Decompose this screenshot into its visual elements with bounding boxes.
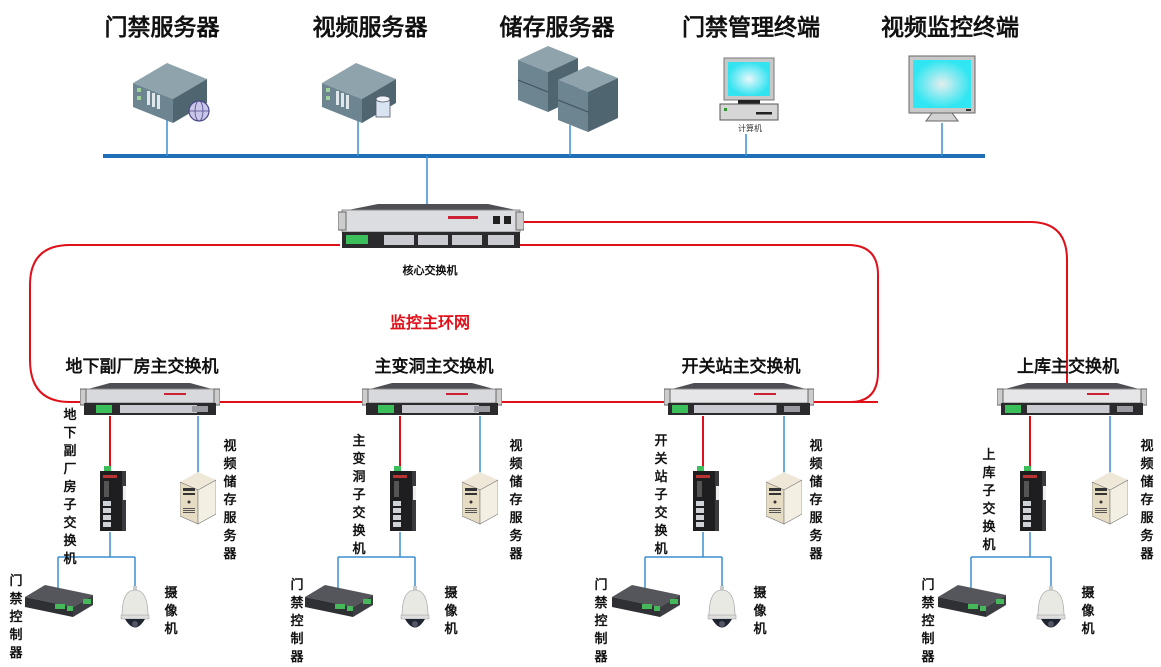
main-ring-link <box>29 244 879 403</box>
sub-switch-icon <box>390 466 418 538</box>
storage-server-icon <box>461 472 499 530</box>
access-controller-vertical-label: 门禁控制器 <box>9 574 23 661</box>
access-controller-icon <box>612 585 682 623</box>
access-controller-icon <box>305 585 375 623</box>
main-switch-label: 主变洞主交换机 <box>374 357 494 377</box>
top-device-label: 视频服务器 <box>312 15 428 41</box>
sub-switch-vertical-label: 上库子交换机 <box>982 448 996 553</box>
storage-vertical-label: 视频储存服务器 <box>1140 439 1154 562</box>
computer-caption: 计算机 <box>738 124 762 133</box>
main-switch-icon <box>361 383 503 421</box>
sub-switch-vertical-label: 主变洞子交换机 <box>352 434 366 557</box>
core-switch-label: 核心交换机 <box>402 264 458 277</box>
storage-vertical-label: 视频储存服务器 <box>509 439 523 562</box>
storage-server-icon <box>1091 472 1129 530</box>
storage-server-cluster-icon <box>517 46 618 132</box>
storage-vertical-label: 视频储存服务器 <box>809 439 823 562</box>
storage-server-icon <box>765 472 803 530</box>
access-controller-vertical-label: 门禁控制器 <box>594 578 608 665</box>
top-device-label: 门禁管理终端 <box>682 15 820 41</box>
storage-vertical-label: 视频储存服务器 <box>223 439 237 562</box>
sub-switch-vertical-label: 开关站子交换机 <box>654 434 668 557</box>
ring-link-upper-reservoir <box>520 221 1068 393</box>
main-switch-label: 开关站主交换机 <box>681 357 801 377</box>
access-controller-vertical-label: 门禁控制器 <box>921 578 935 665</box>
sub-switch-icon <box>1020 466 1048 538</box>
access-controller-vertical-label: 门禁控制器 <box>290 578 304 665</box>
ring-network-label: 监控主环网 <box>390 313 471 332</box>
access-controller-icon <box>938 585 1008 623</box>
main-switch-icon <box>996 383 1148 421</box>
camera-vertical-label: 摄像机 <box>1081 586 1095 637</box>
main-switch-icon <box>79 383 221 421</box>
rack-server-database-icon <box>322 63 396 123</box>
sub-switch-icon <box>100 466 128 538</box>
rack-server-globe-icon <box>133 63 210 123</box>
sub-switch-icon <box>693 466 721 538</box>
top-device-label: 视频监控终端 <box>881 15 1019 41</box>
ptz-camera-icon <box>120 586 150 642</box>
sub-switch-vertical-label: 地下副厂房子交换机 <box>63 408 77 567</box>
ptz-camera-icon <box>1036 586 1066 642</box>
top-device-label: 门禁服务器 <box>104 15 220 41</box>
top-device-label: 储存服务器 <box>499 15 615 41</box>
core-switch-icon <box>338 204 524 248</box>
main-switch-label: 上库主交换机 <box>1017 357 1119 377</box>
monitor-icon <box>908 55 976 122</box>
storage-server-icon <box>179 472 217 530</box>
ptz-camera-icon <box>400 586 430 642</box>
main-switch-label: 地下副厂房主交换机 <box>65 357 219 377</box>
camera-vertical-label: 摄像机 <box>444 586 458 637</box>
access-controller-icon <box>25 585 95 623</box>
main-switch-icon <box>663 383 815 421</box>
station-links <box>57 416 1111 590</box>
desktop-computer-icon <box>719 57 779 121</box>
camera-vertical-label: 摄像机 <box>753 586 767 637</box>
ptz-camera-icon <box>707 586 737 642</box>
camera-vertical-label: 摄像机 <box>164 586 178 637</box>
